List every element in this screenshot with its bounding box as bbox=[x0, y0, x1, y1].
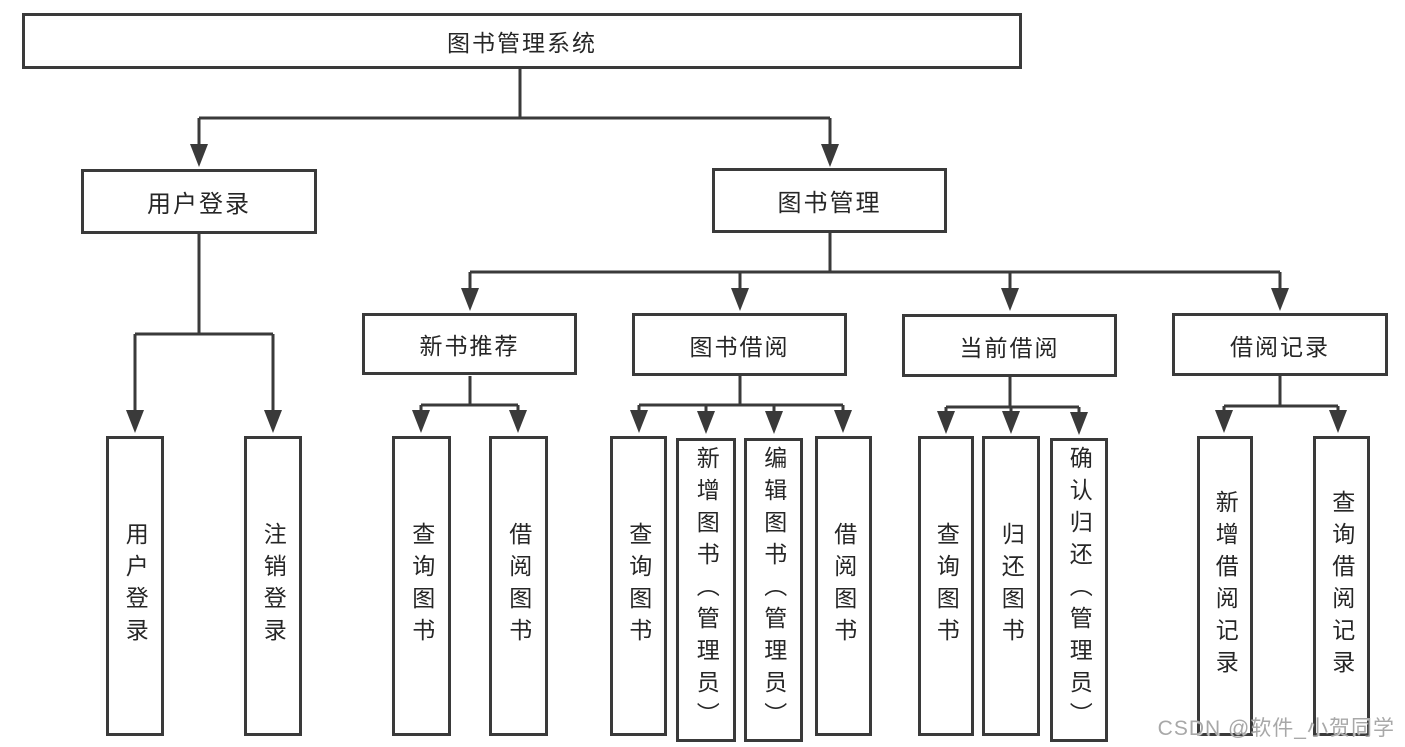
connector-borrow-records-to-leaves bbox=[1215, 376, 1347, 433]
node-label: 新书推荐 bbox=[419, 333, 520, 359]
connector-line bbox=[637, 376, 845, 411]
arrowhead-icon bbox=[126, 410, 144, 433]
arrowhead-icon bbox=[834, 410, 852, 433]
arrowhead-icon bbox=[1070, 412, 1088, 435]
node-borrow-records: 借阅记录 bbox=[1172, 313, 1388, 376]
arrowhead-icon bbox=[509, 410, 527, 433]
node-label: 图书管理系统 bbox=[447, 30, 597, 56]
connector-new-book-to-leaves bbox=[412, 376, 527, 433]
node-logout: 注销登录 bbox=[244, 436, 302, 736]
connector-line bbox=[133, 234, 275, 410]
node-label: 查询图书 bbox=[933, 522, 960, 650]
node-label: 新增借阅记录 bbox=[1212, 490, 1239, 682]
csdn-watermark: CSDN @软件_小贺同学 bbox=[1157, 717, 1395, 740]
node-label: 借阅图书 bbox=[830, 522, 857, 650]
node-borrow-books: 借阅图书 bbox=[815, 436, 872, 736]
connector-book-mgmt-to-level3 bbox=[461, 233, 1289, 311]
node-user-login: 用户登录 bbox=[81, 169, 317, 234]
connector-root-to-level2 bbox=[190, 69, 839, 167]
node-borrow-books-recommend: 借阅图书 bbox=[489, 436, 548, 736]
node-label: 图书借阅 bbox=[689, 333, 790, 360]
node-user-login-leaf: 用户登录 bbox=[106, 436, 164, 736]
node-current-borrow: 当前借阅 bbox=[902, 314, 1117, 377]
arrowhead-icon bbox=[1329, 410, 1347, 433]
node-label: 查询图书 bbox=[625, 522, 652, 650]
arrowhead-icon bbox=[765, 411, 783, 434]
node-label: 当前借阅 bbox=[959, 334, 1060, 361]
node-query-books-recommend: 查询图书 bbox=[392, 436, 451, 736]
arrowhead-icon bbox=[1002, 411, 1020, 434]
node-book-borrow: 图书借阅 bbox=[632, 313, 847, 376]
node-query-borrow-record: 查询借阅记录 bbox=[1313, 436, 1370, 736]
arrowhead-icon bbox=[461, 288, 479, 311]
arrowhead-icon bbox=[630, 410, 648, 433]
arrowhead-icon bbox=[1271, 288, 1289, 311]
node-label: 新增图书（管理员） bbox=[693, 446, 720, 734]
arrowhead-icon bbox=[821, 144, 839, 167]
node-book-management: 图书管理 bbox=[712, 168, 947, 233]
node-label: 确认归还（管理员） bbox=[1066, 446, 1093, 734]
node-query-books-current: 查询图书 bbox=[918, 436, 974, 736]
node-edit-book-admin: 编辑图书（管理员） bbox=[744, 438, 803, 742]
node-return-books: 归还图书 bbox=[982, 436, 1040, 736]
connector-current-borrow-to-leaves bbox=[937, 377, 1088, 435]
arrowhead-icon bbox=[697, 411, 715, 434]
arrowhead-icon bbox=[937, 411, 955, 434]
node-label: 归还图书 bbox=[998, 522, 1025, 650]
arrowhead-icon bbox=[264, 410, 282, 433]
node-confirm-return-admin: 确认归还（管理员） bbox=[1050, 438, 1108, 742]
node-add-book-admin: 新增图书（管理员） bbox=[676, 438, 736, 742]
connector-line bbox=[468, 233, 1282, 288]
node-label: 用户登录 bbox=[147, 191, 251, 218]
arrowhead-icon bbox=[1001, 288, 1019, 311]
connector-book-borrow-to-leaves bbox=[630, 376, 852, 434]
node-label: 注销登录 bbox=[260, 522, 287, 650]
connector-line bbox=[419, 376, 520, 410]
connector-line bbox=[197, 69, 832, 146]
arrowhead-icon bbox=[412, 410, 430, 433]
arrowhead-icon bbox=[1215, 410, 1233, 433]
node-label: 查询借阅记录 bbox=[1328, 490, 1355, 682]
node-label: 用户登录 bbox=[122, 522, 149, 650]
node-label: 查询图书 bbox=[408, 522, 435, 650]
node-label: 借阅图书 bbox=[505, 522, 532, 650]
connector-line bbox=[1222, 376, 1340, 412]
node-library-management-system: 图书管理系统 bbox=[22, 13, 1022, 69]
node-query-books-borrow: 查询图书 bbox=[610, 436, 667, 736]
arrowhead-icon bbox=[190, 144, 208, 167]
node-add-borrow-record: 新增借阅记录 bbox=[1197, 436, 1253, 736]
node-label: 借阅记录 bbox=[1230, 333, 1330, 360]
node-new-book-recommend: 新书推荐 bbox=[362, 313, 577, 375]
connector-line bbox=[944, 377, 1081, 413]
node-label: 图书管理 bbox=[777, 190, 882, 217]
connector-user-login-to-leaves bbox=[126, 234, 282, 433]
arrowhead-icon bbox=[731, 288, 749, 311]
node-label: 编辑图书（管理员） bbox=[760, 446, 787, 734]
